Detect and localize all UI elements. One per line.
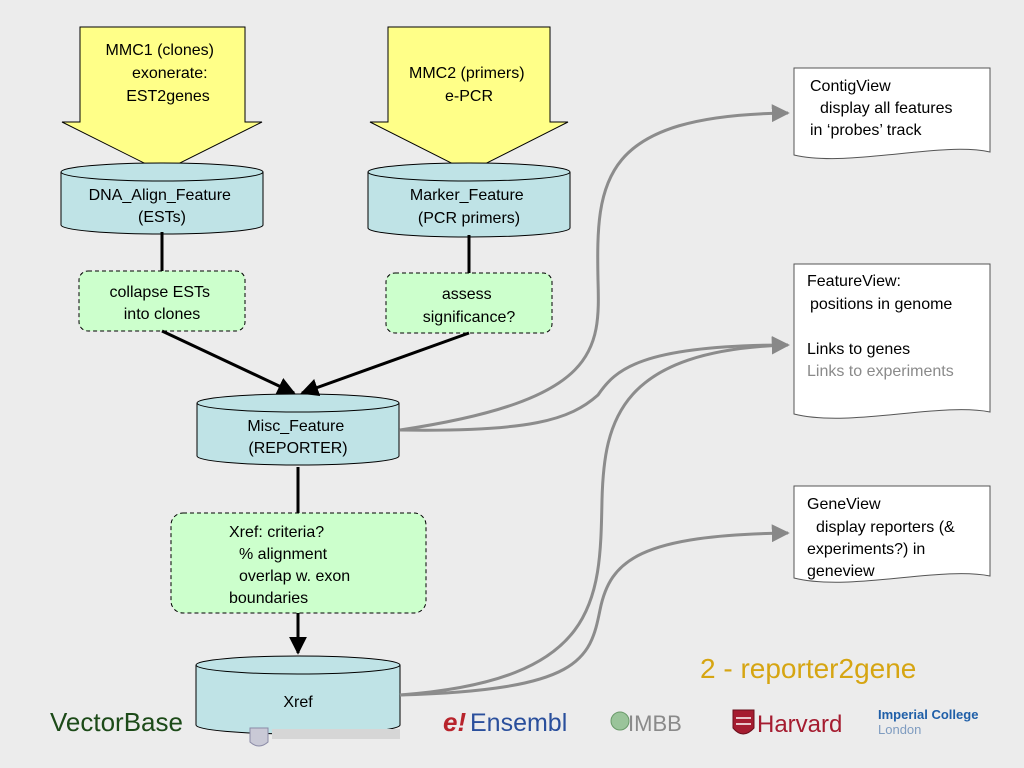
mmc1-line-3: EST2genes xyxy=(126,88,210,105)
collapse-line-1: collapse ESTs xyxy=(110,284,211,301)
assess-line-1: assess xyxy=(442,286,492,303)
xref-criteria-line-1: Xref: criteria? xyxy=(229,524,324,541)
svg-text:Xref: Xref xyxy=(283,694,313,711)
imbb-wordmark: IMBB xyxy=(628,711,682,736)
marker-line-1: Marker_Feature xyxy=(410,187,524,204)
input-mmc1: MMC1 (clones) exonerate: EST2genes xyxy=(61,26,263,173)
imbb-logo: IMBB xyxy=(610,711,682,736)
svg-text:assess significance?: assess significance? xyxy=(423,286,516,326)
geneview-line-1: GeneView xyxy=(807,496,881,513)
mmc1-line-2: exonerate: xyxy=(132,65,208,82)
black-connectors xyxy=(160,232,471,655)
vectorbase-logo: VectorBase xyxy=(50,707,183,737)
ensembl-logo: e! Ensembl xyxy=(443,707,567,737)
contigview-line-1: ContigView xyxy=(810,78,891,95)
marker-line-2: (PCR primers) xyxy=(418,210,520,227)
xref-criteria-line-2: % alignment xyxy=(239,546,328,563)
harvard-wordmark: Harvard xyxy=(757,711,842,738)
svg-text:ContigView display all f: ContigView display all features in ‘prob… xyxy=(810,78,957,139)
mmc1-line-1: MMC1 (clones) xyxy=(106,42,214,59)
contigview-line-3: in ‘probes’ track xyxy=(810,122,922,139)
svg-text:collapse ESTs into clone: collapse ESTs into clones xyxy=(110,284,215,323)
geneview-line-2: display reporters (& xyxy=(816,519,955,536)
mmc2-line-1: MMC2 (primers) xyxy=(409,65,525,82)
svg-text:MMC1 (clones) exonerate:: MMC1 (clones) exonerate: EST2genes xyxy=(106,42,219,105)
featureview-line-1: FeatureView: xyxy=(807,273,901,290)
geneview-line-3: experiments?) in xyxy=(807,541,925,558)
db-misc-feature: Misc_Feature (REPORTER) xyxy=(196,393,400,466)
db-xref: Xref xyxy=(195,655,401,735)
gray-connectors xyxy=(399,104,790,697)
geneview-line-4: geneview xyxy=(807,563,875,580)
featureview-line-2: positions in genome xyxy=(810,296,952,313)
imperial-line-1: Imperial College xyxy=(878,707,978,722)
featureview-line-5: Links to experiments xyxy=(807,363,954,380)
crest-logo xyxy=(249,727,400,747)
doc-geneview: GeneView display reporters (& experiment… xyxy=(793,485,991,583)
assess-line-2: significance? xyxy=(423,309,516,326)
contigview-line-2: display all features xyxy=(820,100,953,117)
mmc2-line-2: e-PCR xyxy=(445,88,493,105)
harvard-logo: Harvard xyxy=(732,709,842,738)
misc-line-1: Misc_Feature xyxy=(247,418,344,435)
doc-contigview: ContigView display all features in ‘prob… xyxy=(793,67,991,160)
footer-logos: VectorBase e! Ensembl IMBB Harvard Imper… xyxy=(50,707,978,747)
featureview-line-4: Links to genes xyxy=(807,341,910,358)
db-dna-align-feature: DNA_Align_Feature (ESTs) xyxy=(60,162,264,235)
dna-align-line-2: (ESTs) xyxy=(138,209,186,226)
dna-align-line-1: DNA_Align_Feature xyxy=(89,187,231,204)
process-assess-significance: assess significance? xyxy=(385,272,553,334)
process-collapse-ests: collapse ESTs into clones xyxy=(78,270,246,332)
imperial-logo: Imperial College London xyxy=(878,707,978,737)
imperial-line-2: London xyxy=(878,722,921,737)
svg-text:MMC2 (primers) e-PCR: MMC2 (primers) e-PCR xyxy=(409,65,529,105)
doc-featureview: FeatureView: positions in genome Links t… xyxy=(793,263,991,419)
process-xref-criteria: Xref: criteria? % alignment overlap w. e… xyxy=(170,512,427,614)
svg-text:FeatureView: positions i: FeatureView: positions in genome Links t… xyxy=(807,273,957,380)
xref-criteria-line-3: overlap w. exon xyxy=(239,568,350,585)
svg-text:Xref: criteria? % alignm: Xref: criteria? % alignment overlap w. e… xyxy=(229,524,355,607)
xref-line-1: Xref xyxy=(283,694,313,711)
db-marker-feature: Marker_Feature (PCR primers) xyxy=(367,162,571,238)
ensembl-wordmark: Ensembl xyxy=(470,709,567,737)
input-mmc2: MMC2 (primers) e-PCR xyxy=(369,26,569,173)
misc-line-2: (REPORTER) xyxy=(248,440,347,457)
svg-text:GeneView display reporte: GeneView display reporters (& experiment… xyxy=(807,496,959,580)
xref-criteria-line-4: boundaries xyxy=(229,590,308,607)
svg-text:Misc_Feature (REPORTER): Misc_Feature (REPORTER) xyxy=(247,418,348,457)
slide-title: 2 - reporter2gene xyxy=(700,653,916,684)
ensembl-e-mark: e! xyxy=(443,707,466,737)
svg-text:Marker_Feature (PCR prim: Marker_Feature (PCR primers) xyxy=(410,187,528,227)
svg-text:DNA_Align_Feature (ESTs): DNA_Align_Feature (ESTs) xyxy=(89,187,236,226)
collapse-line-2: into clones xyxy=(124,306,201,323)
